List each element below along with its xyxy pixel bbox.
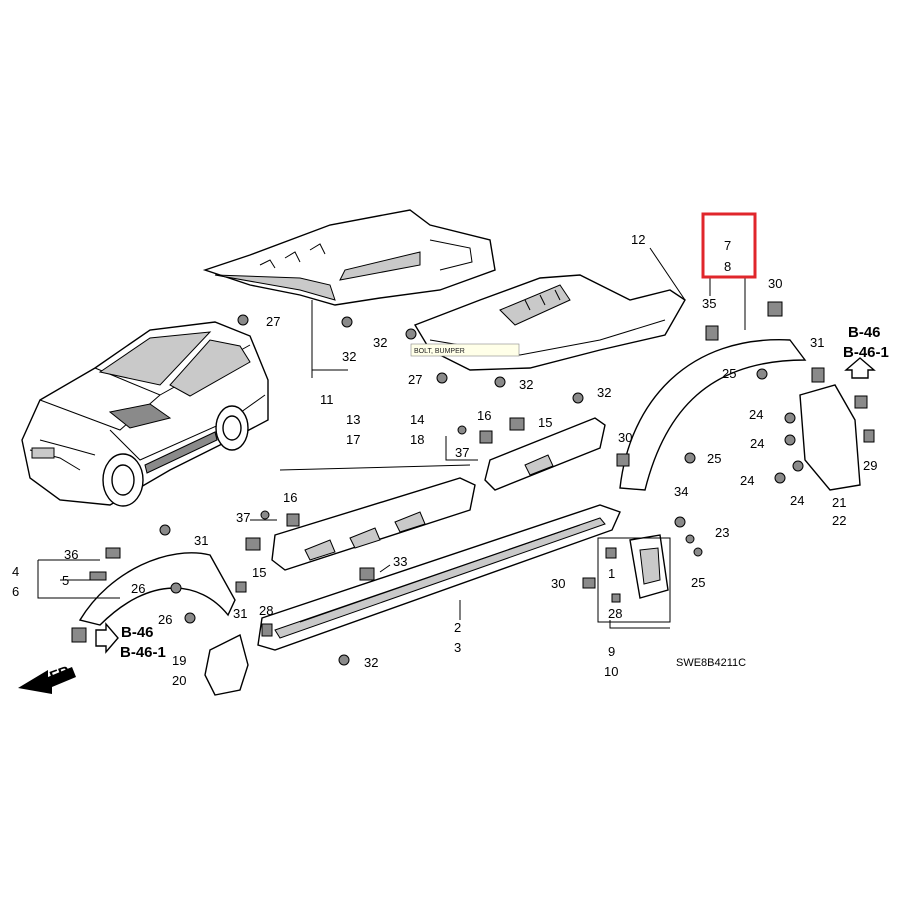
- tooltip-box: [410, 343, 520, 357]
- vehicle-illustration: [21, 321, 269, 507]
- ref-b461-left: B-46-1: [120, 644, 166, 661]
- side-sill-garnish: [257, 504, 621, 651]
- callout-30: 30: [618, 430, 632, 445]
- callout-29: 29: [863, 458, 877, 473]
- callout-31: 31: [233, 606, 247, 621]
- callout-28: 28: [608, 606, 622, 621]
- under-cover-front: [202, 209, 496, 306]
- ref-arrow-right: [844, 357, 876, 379]
- callout-6: 6: [12, 584, 19, 599]
- rear-fender-arch: [619, 339, 807, 491]
- diagram-code: SWE8B4211C: [676, 657, 746, 669]
- callout-8: 8: [724, 259, 731, 274]
- callout-30: 30: [551, 576, 565, 591]
- front-mudguard: [204, 633, 249, 696]
- callout-23: 23: [715, 525, 729, 540]
- callout-24: 24: [790, 493, 804, 508]
- callout-37: 37: [455, 445, 469, 460]
- callout-27: 27: [408, 372, 422, 387]
- callout-20: 20: [172, 673, 186, 688]
- callout-16: 16: [283, 490, 297, 505]
- callout-15: 15: [252, 565, 266, 580]
- callout-22: 22: [832, 513, 846, 528]
- callout-25: 25: [691, 575, 705, 590]
- callout-12: 12: [631, 232, 645, 247]
- callout-28: 28: [259, 603, 273, 618]
- callout-10: 10: [604, 664, 618, 679]
- callout-32: 32: [373, 335, 387, 350]
- ref-b461-right: B-46-1: [843, 344, 889, 361]
- callout-3: 3: [454, 640, 461, 655]
- callout-27: 27: [266, 314, 280, 329]
- highlight-box: [701, 212, 757, 279]
- callout-32: 32: [519, 377, 533, 392]
- callout-16: 16: [477, 408, 491, 423]
- callout-32: 32: [364, 655, 378, 670]
- direction-arrow: [18, 667, 76, 694]
- callout-5: 5: [62, 573, 69, 588]
- callout-15: 15: [538, 415, 552, 430]
- callout-32: 32: [342, 349, 356, 364]
- garnish-rear: [484, 417, 606, 491]
- callout-37: 37: [236, 510, 250, 525]
- callout-24: 24: [750, 436, 764, 451]
- ref-arrow-left: [95, 622, 119, 654]
- leader-lines: [37, 247, 746, 629]
- callout-26: 26: [131, 581, 145, 596]
- callout-31: 31: [194, 533, 208, 548]
- ref-b46-left: B-46: [121, 624, 154, 641]
- callout-34: 34: [674, 484, 688, 499]
- callout-36: 36: [64, 547, 78, 562]
- callout-33: 33: [393, 554, 407, 569]
- callout-1: 1: [608, 566, 615, 581]
- callout-7: 7: [724, 238, 731, 253]
- callout-14: 14: [410, 412, 424, 427]
- sill-bracket: [629, 534, 669, 599]
- callout-18: 18: [410, 432, 424, 447]
- callout-2: 2: [454, 620, 461, 635]
- callout-19: 19: [172, 653, 186, 668]
- callout-24: 24: [749, 407, 763, 422]
- callout-35: 35: [702, 296, 716, 311]
- fasteners: [71, 301, 875, 666]
- callout-25: 25: [707, 451, 721, 466]
- tooltip-text: BOLT, BUMPER: [414, 348, 465, 355]
- callout-25: 25: [722, 366, 736, 381]
- callout-31: 31: [810, 335, 824, 350]
- callout-13: 13: [346, 412, 360, 427]
- rear-mudguard: [799, 384, 861, 491]
- callout-17: 17: [346, 432, 360, 447]
- front-fender-arch: [78, 552, 236, 626]
- ref-b46-right: B-46: [848, 324, 881, 341]
- garnish-front: [271, 477, 476, 571]
- callout-30: 30: [768, 276, 782, 291]
- callout-11: 11: [320, 392, 334, 407]
- callout-32: 32: [597, 385, 611, 400]
- callout-24: 24: [740, 473, 754, 488]
- callout-4: 4: [12, 564, 19, 579]
- callout-21: 21: [832, 495, 846, 510]
- front-direction-label: FR.: [48, 662, 77, 686]
- callout-26: 26: [158, 612, 172, 627]
- callout-9: 9: [608, 644, 615, 659]
